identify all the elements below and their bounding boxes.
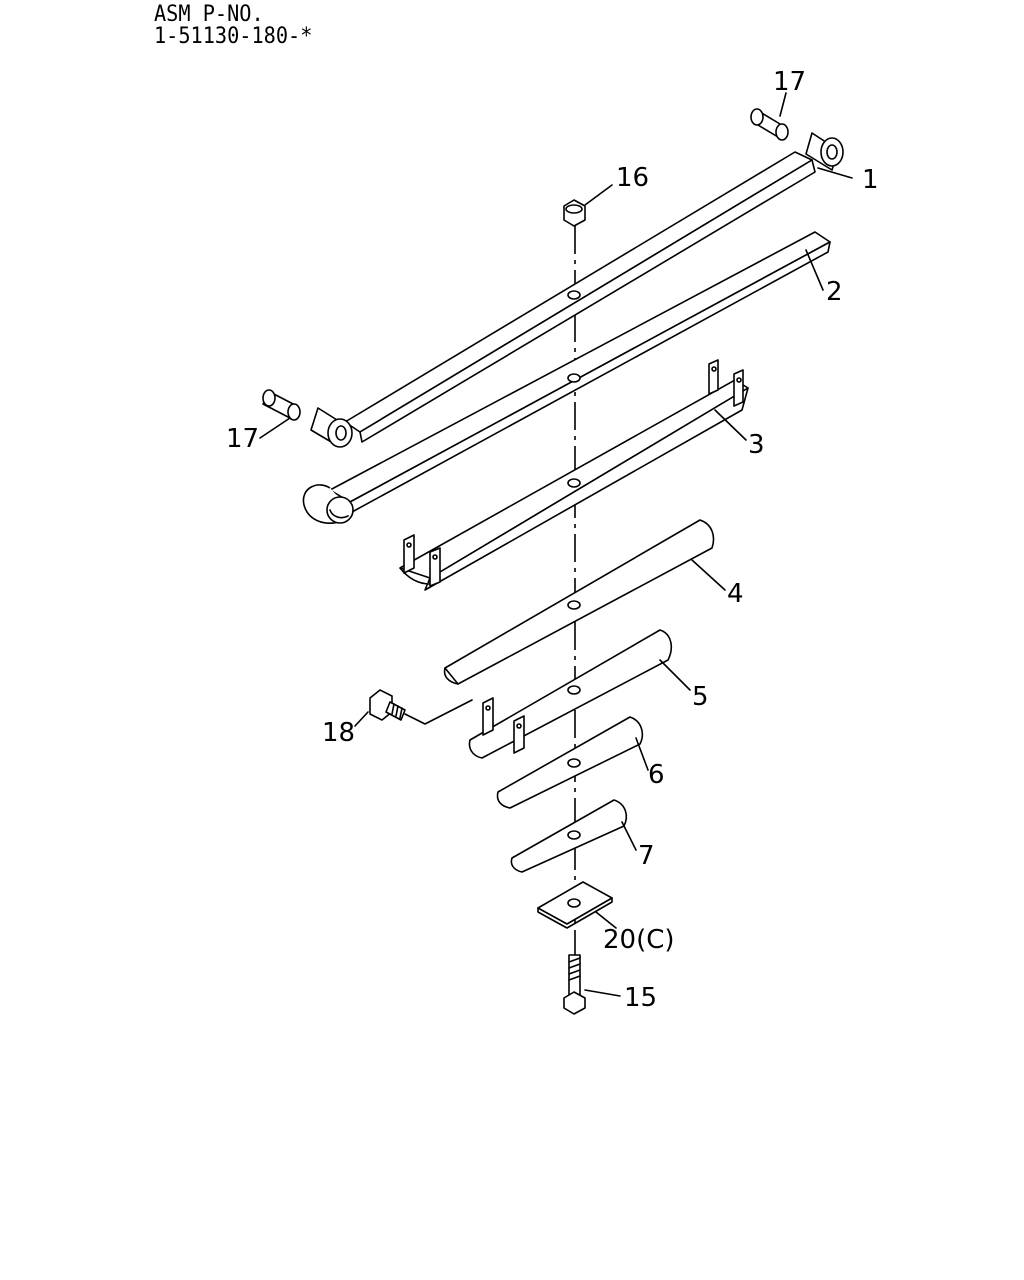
callout-4: 4 [727, 579, 744, 609]
part-17-lower-bushing[interactable] [262, 389, 301, 421]
asm-number: 1-51130-180-* [154, 24, 313, 49]
callout-7: 7 [638, 841, 655, 871]
assembly-part-number-header: ASM P-NO. 1-51130-180-* [154, 4, 312, 48]
callout-5: 5 [692, 682, 709, 712]
center-holes [567, 290, 581, 908]
leader-lines [259, 92, 853, 997]
callout-17-lower: 17 [226, 424, 259, 454]
part-16-nut[interactable] [563, 199, 586, 227]
callout-16: 16 [616, 163, 649, 193]
callout-1: 1 [862, 165, 879, 195]
callout-2: 2 [826, 277, 843, 307]
part-15-center-bolt[interactable] [563, 954, 586, 1015]
part-17-upper-bushing[interactable] [750, 108, 789, 141]
callout-20c: 20(C) [603, 925, 675, 955]
asm-label: ASM P-NO. [154, 2, 264, 27]
part-18-bolt[interactable] [369, 689, 473, 725]
callout-15: 15 [624, 983, 657, 1013]
callout-17-upper: 17 [773, 67, 806, 97]
callout-18: 18 [322, 718, 355, 748]
callout-3: 3 [748, 430, 765, 460]
part-2-second-leaf[interactable] [302, 231, 831, 524]
callout-6: 6 [648, 760, 665, 790]
part-1-main-leaf[interactable] [310, 132, 844, 448]
